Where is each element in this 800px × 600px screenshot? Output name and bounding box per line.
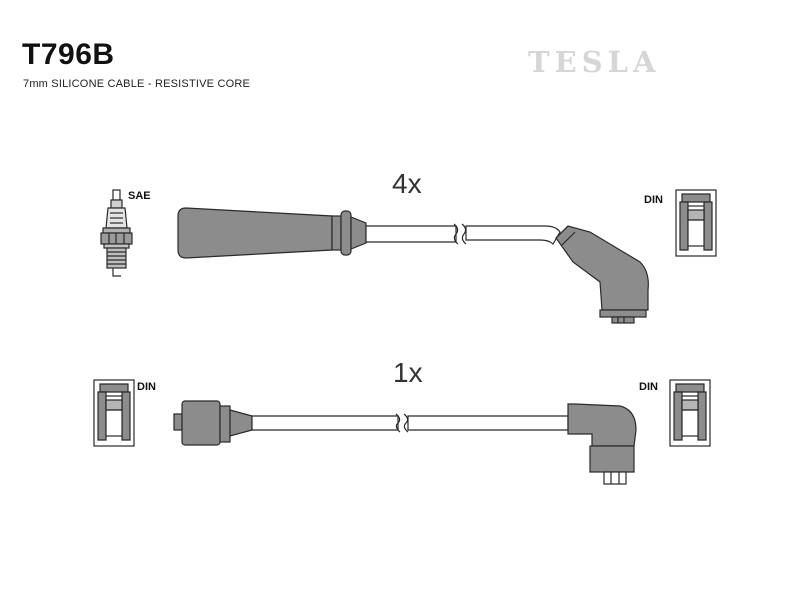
right-angle-boot-icon	[567, 403, 637, 485]
cable-description: 7mm SILICONE CABLE - RESISTIVE CORE	[23, 78, 251, 90]
part-number-title: T796B	[22, 38, 115, 71]
spark-plug-icon	[100, 189, 133, 277]
din-terminal-icon	[669, 379, 711, 447]
quantity-label-set-1: 4x	[392, 168, 422, 199]
din-terminal-icon	[93, 379, 135, 447]
brand-logo: TESLA	[528, 45, 661, 79]
cable-set-2	[173, 400, 637, 485]
din-terminal-label-top: DIN	[644, 194, 663, 206]
sae-terminal-label: SAE	[128, 190, 151, 202]
cable-set-1	[177, 207, 649, 324]
coil-connector-icon	[173, 400, 253, 446]
quantity-label-set-2: 1x	[393, 357, 423, 388]
din-terminal-label-bottom-right: DIN	[639, 381, 658, 393]
straight-boot-icon	[177, 207, 367, 259]
din-terminal-icon	[675, 189, 717, 257]
angled-boot-icon	[555, 225, 649, 324]
din-terminal-label-bottom-left: DIN	[137, 381, 156, 393]
